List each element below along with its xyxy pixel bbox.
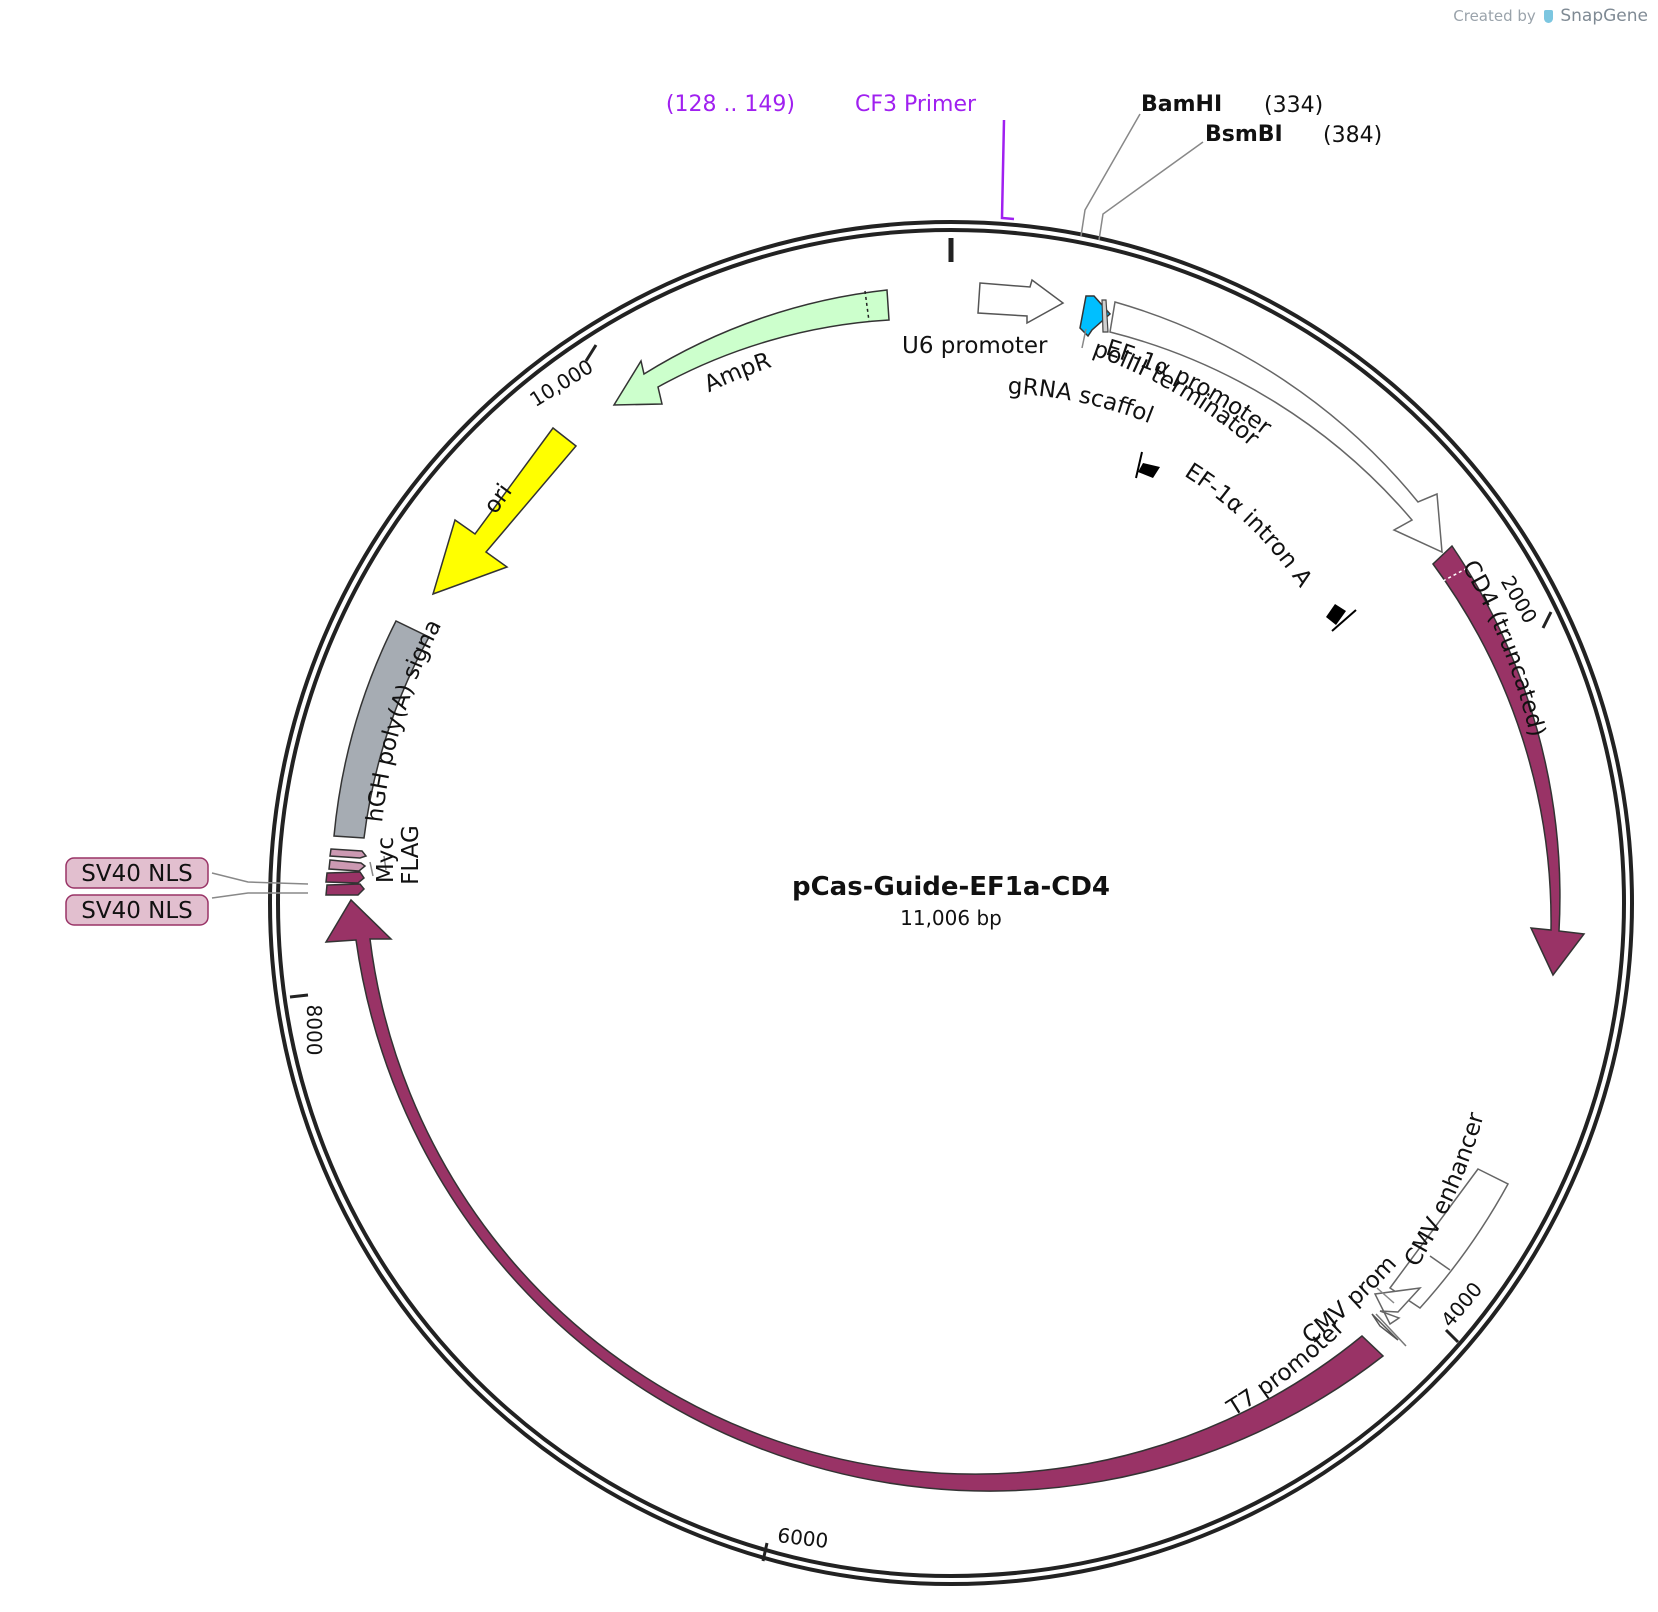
tick-6000 <box>761 1542 769 1562</box>
plasmid-name: pCas-Guide-EF1a-CD4 <box>792 872 1110 902</box>
cd4-segment-divider <box>1442 565 1472 582</box>
intron-end-marker <box>1326 604 1346 625</box>
plasmid-length: 11,006 bp <box>900 906 1002 930</box>
myc-leader <box>369 861 374 877</box>
tick-8000 <box>289 993 309 999</box>
tick-label-8000: 8000 <box>302 1005 326 1056</box>
ef1a-intron-feature <box>1135 451 1357 632</box>
myc-feature <box>328 859 367 872</box>
sv40-nls-2-label: SV40 NLS <box>81 898 193 924</box>
cmv-promoter-label: CMV promoter <box>0 0 1402 1349</box>
primer-name: CF3 Primer <box>855 92 977 117</box>
intron-start-bar <box>1135 451 1143 479</box>
cmv-enhancer-feature <box>1388 1168 1510 1309</box>
t7-marker <box>1375 1313 1407 1347</box>
bsmbi-leader <box>1098 141 1204 241</box>
cas9-feature <box>324 898 1385 1492</box>
tick-label-6000: 6000 <box>776 1523 829 1553</box>
cmv-promoter-leader <box>1376 1287 1395 1304</box>
flag-leader <box>383 855 387 871</box>
site-bamhi-name: BamHI <box>1141 92 1222 117</box>
u6-promoter-feature <box>977 278 1065 325</box>
sv40-nls-1-leader <box>211 872 309 885</box>
intron-end-bar <box>1331 609 1357 632</box>
tick-2000 <box>1541 611 1553 629</box>
grna-leader <box>1081 328 1087 349</box>
site-bsmbi-name: BsmBI <box>1205 122 1283 147</box>
sv40-nls-2-feature <box>325 883 366 896</box>
ampr-feature <box>612 289 890 406</box>
snapgene-logo-icon <box>1543 10 1553 23</box>
ampr-segment-divider <box>864 290 870 322</box>
tick-10000 <box>584 344 598 362</box>
backbone-outer <box>268 220 1634 1586</box>
flag-label: FLAG <box>398 825 424 885</box>
sv40-nls-1-box <box>65 857 209 889</box>
site-bsmbi-position: (384) <box>1323 123 1382 148</box>
intron-start-marker <box>1138 463 1160 478</box>
sv40-nls-2-leader <box>211 892 308 899</box>
sv40-nls-2-box <box>65 894 209 926</box>
credit-prefix: Created by <box>1453 7 1536 25</box>
site-bamhi-position: (334) <box>1264 93 1323 118</box>
ef1a-promoter-feature <box>1109 301 1443 554</box>
cas9-label: Cas9 <box>651 1454 712 1495</box>
hgh-polya-feature <box>333 620 431 839</box>
ef1a-intron-label: EF-1α intron A <box>1180 458 1317 592</box>
sv40-nls-1-feature <box>329 848 368 859</box>
u6-promoter-label: U6 promoter <box>902 333 1048 359</box>
tick-4000 <box>1444 1328 1460 1344</box>
sv40-nls-1-label: SV40 NLS <box>81 861 193 887</box>
cd4-truncated-feature <box>1432 544 1586 977</box>
backbone-inner <box>276 228 1626 1578</box>
cf3-primer-arrow <box>1000 119 1015 221</box>
t7-promoter-feature <box>1371 1313 1399 1341</box>
cmv-promoter-feature <box>1373 1286 1422 1326</box>
credit-brand: SnapGene <box>1560 6 1648 26</box>
myc-label: Myc <box>373 837 399 883</box>
flag-feature <box>325 871 365 884</box>
tick-marks <box>289 238 1553 1562</box>
ori-feature <box>431 426 578 596</box>
tick-label-4000: 4000 <box>1436 1277 1487 1331</box>
snapgene-credit: Created by SnapGene <box>1453 6 1648 26</box>
bamhi-leader <box>1080 113 1141 237</box>
cmv-divider <box>1429 1255 1451 1271</box>
primer-range: (128 .. 149) <box>666 92 795 117</box>
poliii-terminator-feature <box>1101 299 1109 333</box>
